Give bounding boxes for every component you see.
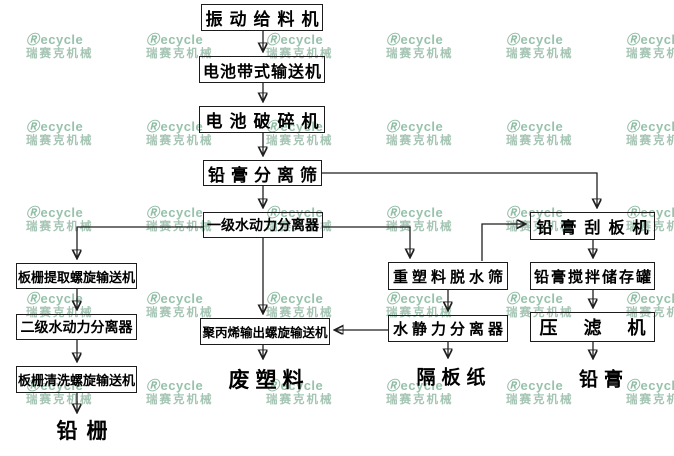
output-waste-plastic: 废塑料 <box>228 369 310 392</box>
node-lead-paste-stirring-storage-tank: 铅膏搅拌储存罐 <box>530 262 655 290</box>
node-grid-washing-screw-conveyor: 板栅清洗螺旋输送机 <box>16 366 137 393</box>
edge-primary-separator-to-grid-extraction <box>77 226 203 258</box>
node-lead-paste-separation-screen: 铅膏分离筛 <box>203 160 322 186</box>
node-grid-extraction-screw-conveyor: 板栅提取螺旋输送机 <box>16 263 137 289</box>
node-battery-belt-conveyor: 电池带式输送机 <box>199 56 325 83</box>
node-heavy-plastic-dewatering-screen: 重塑料脱水筛 <box>388 262 508 290</box>
node-battery-crusher: 电池破碎机 <box>199 106 325 133</box>
node-hydrostatic-separator: 水静力分离器 <box>388 315 508 342</box>
edge-paste-screen-to-scraper <box>322 172 597 207</box>
output-lead-paste: 铅膏 <box>578 369 630 391</box>
node-polypropylene-output-screw-conveyor: 聚丙烯输出螺旋输送机 <box>200 318 330 345</box>
node-primary-hydrodynamic-separator: 一级水动力分离器 <box>203 212 323 238</box>
node-secondary-hydrodynamic-separator: 二级水动力分离器 <box>16 314 137 340</box>
output-lead-grid: 铅栅 <box>56 420 117 443</box>
node-lead-paste-scraper: 铅膏刮板机 <box>530 212 655 240</box>
edge-primary-separator-to-dewatering-screen <box>323 226 410 257</box>
node-vibrating-feeder: 振动给料机 <box>201 4 323 31</box>
edge-dewatering-screen-to-scraper <box>481 224 525 261</box>
node-filter-press: 压滤机 <box>530 312 655 342</box>
output-separator-paper: 隔板纸 <box>416 367 492 389</box>
